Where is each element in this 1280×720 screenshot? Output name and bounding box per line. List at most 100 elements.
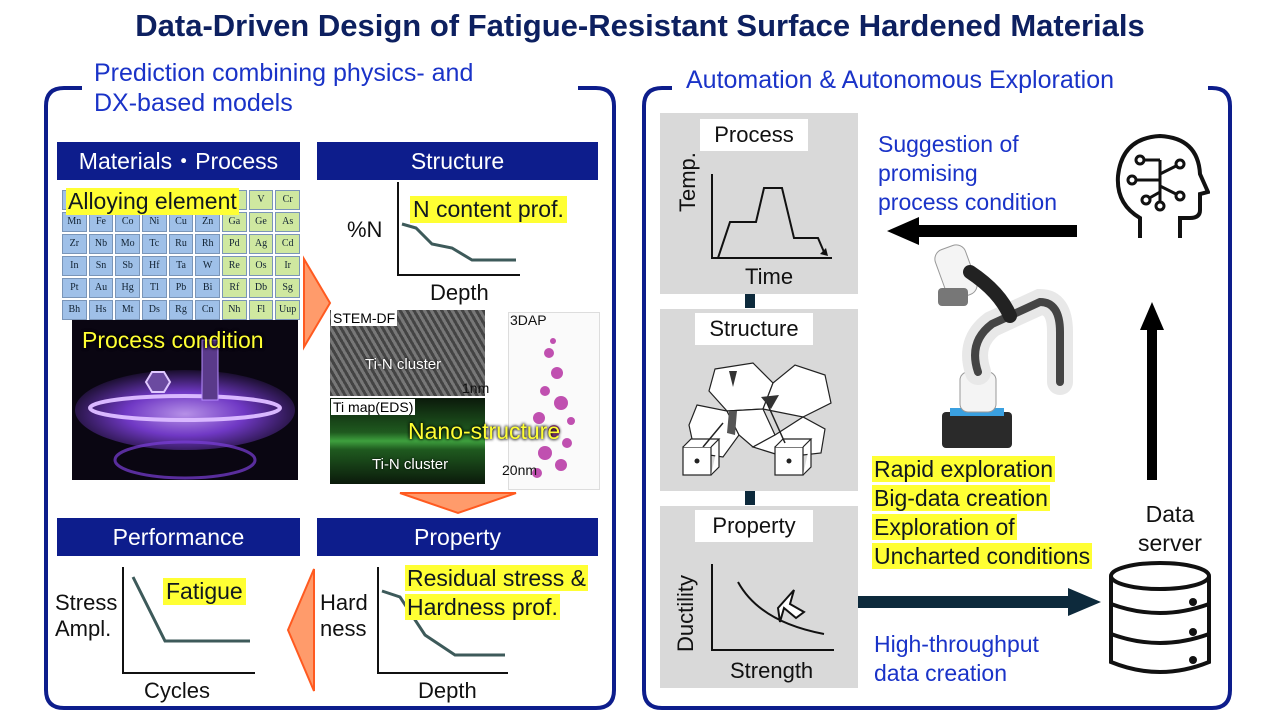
highlight-uncharted: Uncharted conditions	[872, 543, 1093, 569]
periodic-element-cell: Mn	[62, 212, 87, 232]
connector-process-structure	[745, 294, 755, 308]
periodic-element-cell: Sb	[115, 256, 140, 276]
periodic-element-cell: Rg	[168, 300, 194, 320]
arrow-to-data-server	[858, 588, 1101, 616]
periodic-element-cell: Cd	[275, 234, 300, 254]
periodic-element-cell: Os	[248, 256, 274, 276]
exploration-highlights: Rapid exploration Big-data creation Expl…	[872, 455, 1093, 571]
periodic-element-cell: Hs	[88, 300, 114, 320]
temp-profile-curve	[717, 187, 825, 259]
scale-20nm: 20nm	[502, 462, 538, 478]
fatigue-graph	[122, 567, 255, 674]
high-throughput-line-2: data creation	[874, 660, 1007, 686]
periodic-element-cell: Ta	[168, 256, 194, 276]
periodic-element-cell: Zn	[195, 212, 220, 232]
ductility-strength-graph	[711, 564, 834, 651]
hardness-ylabel-2: ness	[320, 616, 367, 641]
ai-head-icon	[1115, 133, 1210, 238]
periodic-element-cell: Ir	[275, 256, 300, 276]
fatigue-ylabel-2: Ampl.	[55, 616, 112, 641]
improvement-arrow	[776, 589, 806, 623]
arrow-to-property	[399, 492, 517, 515]
n-content-xlabel: Depth	[430, 280, 489, 305]
performance-header: Performance	[57, 518, 300, 556]
n-content-curve	[401, 222, 516, 262]
ti-map-cluster-label: Ti-N cluster	[372, 456, 449, 473]
periodic-element-cell: Sn	[88, 256, 114, 276]
periodic-element-cell: V	[248, 190, 274, 210]
fatigue-ylabel: Stress Ampl.	[55, 590, 117, 642]
fatigue-ylabel-1: Stress	[55, 590, 118, 615]
right-heading: Automation & Autonomous Exploration	[678, 66, 1123, 95]
connector-structure-property	[745, 491, 755, 505]
periodic-element-cell: Nb	[88, 234, 114, 254]
ti-map-label: Ti map(EDS)	[331, 399, 416, 415]
property-ylabel: Ductility	[673, 574, 698, 652]
process-xlabel: Time	[745, 264, 794, 289]
periodic-element-cell: Ag	[248, 234, 274, 254]
periodic-element-cell: Pt	[62, 278, 87, 298]
n-content-label: N content prof.	[410, 196, 567, 223]
periodic-element-cell: Bi	[195, 278, 220, 298]
periodic-element-cell: Rf	[221, 278, 247, 298]
residual-label-2: Hardness prof.	[405, 594, 560, 620]
periodic-element-cell: Ga	[221, 212, 247, 232]
periodic-element-cell: Fe	[88, 212, 114, 232]
hardness-graph	[377, 567, 508, 674]
3dap-drawing	[532, 338, 575, 478]
residual-label-1: Residual stress &	[405, 565, 588, 591]
periodic-element-cell: Uup	[275, 300, 300, 320]
highlight-exploration: Exploration of	[872, 514, 1017, 540]
residual-label: Residual stress & Hardness prof.	[405, 564, 588, 622]
periodic-element-cell: W	[195, 256, 220, 276]
hardness-curve	[381, 589, 505, 657]
fatigue-curve	[131, 576, 250, 643]
highlight-rapid: Rapid exploration	[872, 456, 1056, 482]
data-server-label: Data server	[1138, 500, 1202, 558]
periodic-element-cell: As	[275, 212, 300, 232]
database-icon	[1109, 561, 1211, 674]
periodic-element-cell: Hg	[115, 278, 140, 298]
fatigue-xlabel: Cycles	[144, 678, 211, 703]
fatigue-label: Fatigue	[163, 578, 246, 605]
periodic-element-cell: Re	[221, 256, 247, 276]
right-panel-frame	[642, 86, 1232, 710]
periodic-element-cell: Pb	[168, 278, 194, 298]
suggestion-text: Suggestion of promising process conditio…	[878, 130, 1057, 217]
periodic-element-cell: Bh	[62, 300, 87, 320]
periodic-element-cell: In	[62, 256, 87, 276]
periodic-element-cell: Co	[115, 212, 140, 232]
property-xlabel: Strength	[730, 658, 814, 683]
periodic-element-cell: Cr	[275, 190, 300, 210]
plasma-drawing	[75, 339, 295, 480]
page-title: Data-Driven Design of Fatigue-Resistant …	[135, 8, 1145, 43]
property-header: Property	[317, 518, 598, 556]
nano-structure-label: Nano-structure	[408, 418, 561, 444]
suggestion-line-3: process condition	[878, 189, 1057, 215]
periodic-element-cell: Mo	[115, 234, 140, 254]
hardness-ylabel: Hard ness	[320, 590, 368, 642]
left-heading-line1: Prediction combining physics- and	[94, 59, 474, 87]
process-ylabel: Temp.	[675, 152, 700, 212]
data-server-line-2: server	[1138, 530, 1202, 556]
periodic-element-cell: Nh	[221, 300, 247, 320]
high-throughput-line-1: High-throughput	[874, 631, 1039, 657]
hardness-xlabel: Depth	[418, 678, 477, 703]
n-content-ylabel: %N	[347, 217, 383, 242]
process-condition-label: Process condition	[82, 327, 264, 353]
plasma-process-image	[72, 320, 298, 480]
property-box-label: Property	[695, 510, 813, 542]
high-throughput-text: High-throughput data creation	[874, 630, 1039, 688]
data-server-line-1: Data	[1145, 501, 1195, 527]
periodic-element-cell: Pd	[221, 234, 247, 254]
periodic-element-cell: Sg	[275, 278, 300, 298]
stem-df-label: STEM-DF	[331, 310, 398, 326]
periodic-element-cell: Zr	[62, 234, 87, 254]
periodic-element-cell: Hf	[141, 256, 167, 276]
stem-cluster-label: Ti-N cluster	[365, 356, 442, 373]
robot-arm-image	[934, 244, 1073, 448]
periodic-element-cell: Tc	[141, 234, 167, 254]
periodic-element-cell: Rh	[195, 234, 220, 254]
arrow-to-performance	[286, 568, 315, 692]
